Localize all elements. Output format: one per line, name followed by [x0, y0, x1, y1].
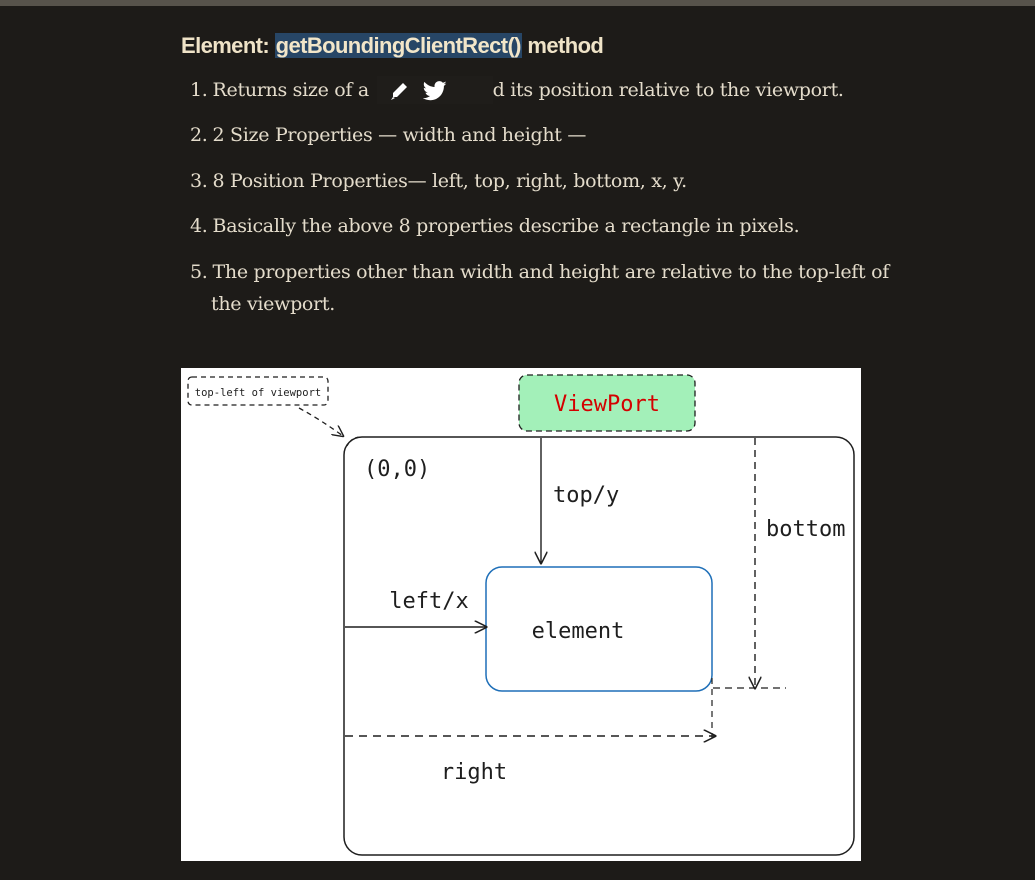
list-text: Basically the above 8 properties describ…	[212, 215, 800, 237]
list-text: Returns size of a	[212, 79, 375, 101]
list-item-continuation: the viewport.	[211, 288, 335, 320]
selection-share-toolbar	[376, 76, 493, 104]
diagram-svg: top-left of viewport ViewPort (0,0) top/…	[187, 374, 855, 856]
list-text: The properties other than width and heig…	[212, 261, 890, 283]
bottom-label: bottom	[766, 517, 845, 542]
right-label: right	[441, 760, 507, 785]
viewport-label-box	[518, 374, 696, 432]
list-text: the viewport.	[211, 293, 335, 315]
note-box	[187, 376, 329, 406]
list-text: 2 Size Properties — width and height —	[212, 124, 587, 146]
window-top-bar	[0, 0, 1035, 6]
selected-text-highlight[interactable]: getBoundingClientRect()	[274, 33, 522, 58]
list-text: d its position relative to the viewport.	[492, 79, 844, 101]
list-number: 2.	[190, 124, 208, 146]
list-item: 5.The properties other than width and he…	[190, 256, 889, 288]
bounding-rect-diagram: top-left of viewport ViewPort (0,0) top/…	[181, 368, 861, 861]
list-number: 5.	[190, 261, 208, 283]
note-label: top-left of viewport	[195, 387, 321, 399]
pencil-icon[interactable]	[389, 81, 409, 101]
list-item: 1.Returns size of a d its position relat…	[190, 74, 844, 106]
list-number: 3.	[190, 170, 208, 192]
list-item: 4.Basically the above 8 properties descr…	[190, 210, 800, 242]
origin-label: (0,0)	[364, 457, 430, 482]
heading-prefix: Element:	[181, 33, 275, 58]
viewport-rectangle	[343, 436, 855, 856]
note-arrow	[298, 407, 343, 436]
left-label: left/x	[389, 589, 468, 614]
origin-corner-marker	[346, 436, 360, 447]
twitter-bird-icon[interactable]	[422, 80, 447, 102]
list-number: 4.	[190, 215, 208, 237]
top-label: top/y	[553, 483, 619, 508]
list-number: 1.	[190, 79, 208, 101]
element-label: element	[532, 619, 625, 644]
list-item: 2.2 Size Properties — width and height —	[190, 119, 586, 151]
heading-suffix: method	[521, 33, 604, 58]
article-heading: Element: getBoundingClientRect() method	[181, 33, 604, 59]
list-text: 8 Position Properties— left, top, right,…	[212, 170, 688, 192]
list-item: 3.8 Position Properties— left, top, righ…	[190, 165, 687, 197]
viewport-label: ViewPort	[554, 392, 660, 417]
